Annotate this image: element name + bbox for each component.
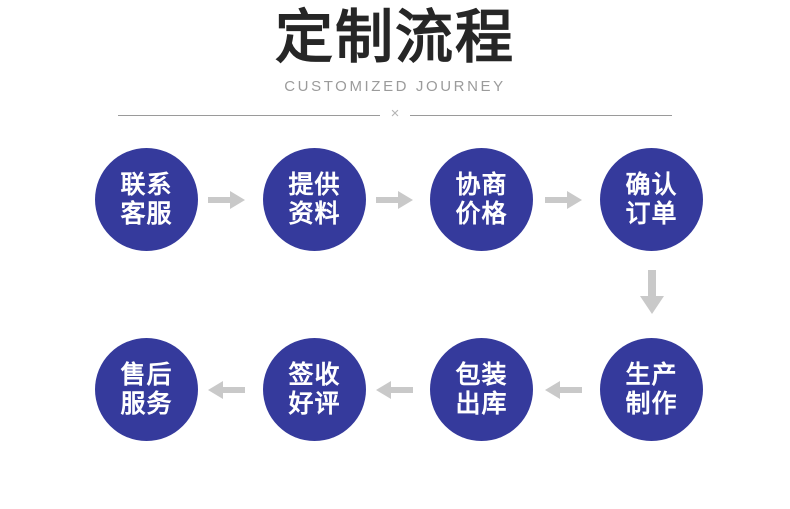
flow-step-3-negotiate-price[interactable]: 协商 价格 [430,148,533,251]
flow-step-label-line1: 签收 [288,360,341,389]
flow-step-label-line2: 服务 [120,389,173,418]
flow-step-1-contact-support[interactable]: 联系 客服 [95,148,198,251]
page-subtitle: CUSTOMIZED JOURNEY [284,78,506,95]
flow-step-8-after-sales-service[interactable]: 售后 服务 [95,338,198,441]
arrow-left-icon-3 [208,378,245,402]
flow-step-6-packing-shipping[interactable]: 包装 出库 [430,338,533,441]
flow-step-label-line1: 协商 [455,170,508,199]
arrow-down-icon-1 [636,270,668,314]
flow-step-label-line1: 包装 [455,360,508,389]
flow-step-label-line2: 制作 [625,389,678,418]
divider-x-icon: × [390,105,400,122]
arrow-left-icon-2 [376,378,413,402]
arrow-right-icon-2 [376,188,413,212]
page-header: 定制流程 CUSTOMIZED JOURNEY [0,0,790,96]
flow-step-label-line2: 好评 [288,389,341,418]
arrow-right-icon-1 [208,188,245,212]
flow-step-7-receipt-review[interactable]: 签收 好评 [263,338,366,441]
flow-step-2-provide-materials[interactable]: 提供 资料 [263,148,366,251]
page-title: 定制流程 [274,5,515,70]
flow-step-5-production[interactable]: 生产 制作 [600,338,703,441]
flow-step-label-line1: 联系 [120,170,173,199]
flow-step-label-line2: 客服 [120,199,173,228]
arrow-right-icon-3 [545,188,582,212]
flow-step-label-line2: 订单 [625,199,678,228]
flow-step-4-confirm-order[interactable]: 确认 订单 [600,148,703,251]
flow-step-label-line2: 出库 [455,389,508,418]
flow-step-label-line1: 提供 [288,170,341,199]
header-divider: × [118,105,672,122]
flow-step-label-line2: 资料 [288,199,341,228]
flow-step-label-line1: 确认 [625,170,678,199]
divider-rule-left [118,115,380,116]
flow-step-label-line2: 价格 [455,199,508,228]
flow-step-label-line1: 售后 [120,360,173,389]
flow-step-label-line1: 生产 [625,360,678,389]
arrow-left-icon-1 [545,378,582,402]
divider-rule-right [410,115,672,116]
